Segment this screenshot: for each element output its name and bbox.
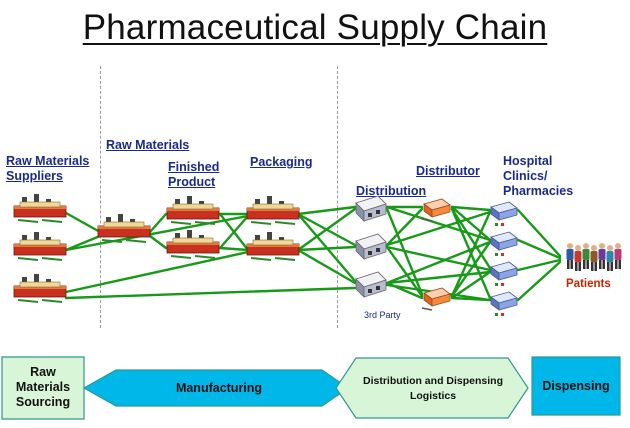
pharmacy-icon-2 (490, 231, 518, 257)
supplier-factory-icon-3 (13, 273, 67, 303)
diagram-title: Pharmaceutical Supply Chain (82, 8, 548, 47)
band-shape-raw-materials-sourcing (1, 356, 85, 420)
distribution-center-icon-1 (355, 195, 387, 222)
label-raw-materials-suppliers: Raw Materials Suppliers (6, 154, 90, 183)
band-label-distribution-dispensing-logistics: Distribution and Dispensing Logistics (362, 375, 503, 402)
raw-materials-factory-icon (97, 213, 151, 243)
stage-divider-1 (100, 66, 101, 328)
label-distributor: Distributor (416, 164, 480, 178)
flow-links (64, 205, 562, 302)
supplier-factory-icon-1 (13, 193, 67, 223)
label-hospital-clinics-pharmacies: Hospital Clinics/ Pharmacies (503, 154, 574, 198)
label-packaging: Packaging (250, 155, 313, 169)
band-label-manufacturing: Manufacturing (175, 381, 263, 395)
label-patients: Patients (566, 278, 611, 290)
packaging-factory-icon-2 (246, 231, 300, 261)
band-label-raw-materials-sourcing: Raw Materials Sourcing (15, 365, 71, 409)
band-shape-distribution-logistics (335, 357, 529, 419)
finished-product-factory-icon-2 (166, 229, 220, 259)
distribution-center-icon-2 (355, 233, 387, 260)
pharmacy-icon-1 (490, 201, 518, 227)
packaging-factory-icon-1 (246, 195, 300, 225)
band-shape-dispensing (531, 356, 621, 416)
label-third-party: 3rd Party (364, 310, 401, 320)
label-raw-materials: Raw Materials (106, 138, 190, 152)
pharmacy-icon-3 (490, 261, 518, 287)
distribution-center-icon-3 (355, 271, 387, 298)
distributor-icon-1 (421, 198, 451, 222)
stage-divider-2 (337, 66, 338, 328)
finished-product-factory-icon-1 (166, 195, 220, 225)
process-band (1, 356, 621, 420)
label-finished-product: Finished Product (168, 160, 220, 189)
people-group-icon (566, 243, 622, 271)
label-distribution: Distribution (356, 184, 427, 198)
supplier-factory-icon-2 (13, 231, 67, 261)
pharmacy-icon-4 (490, 291, 518, 317)
band-label-dispensing: Dispensing (542, 379, 610, 393)
